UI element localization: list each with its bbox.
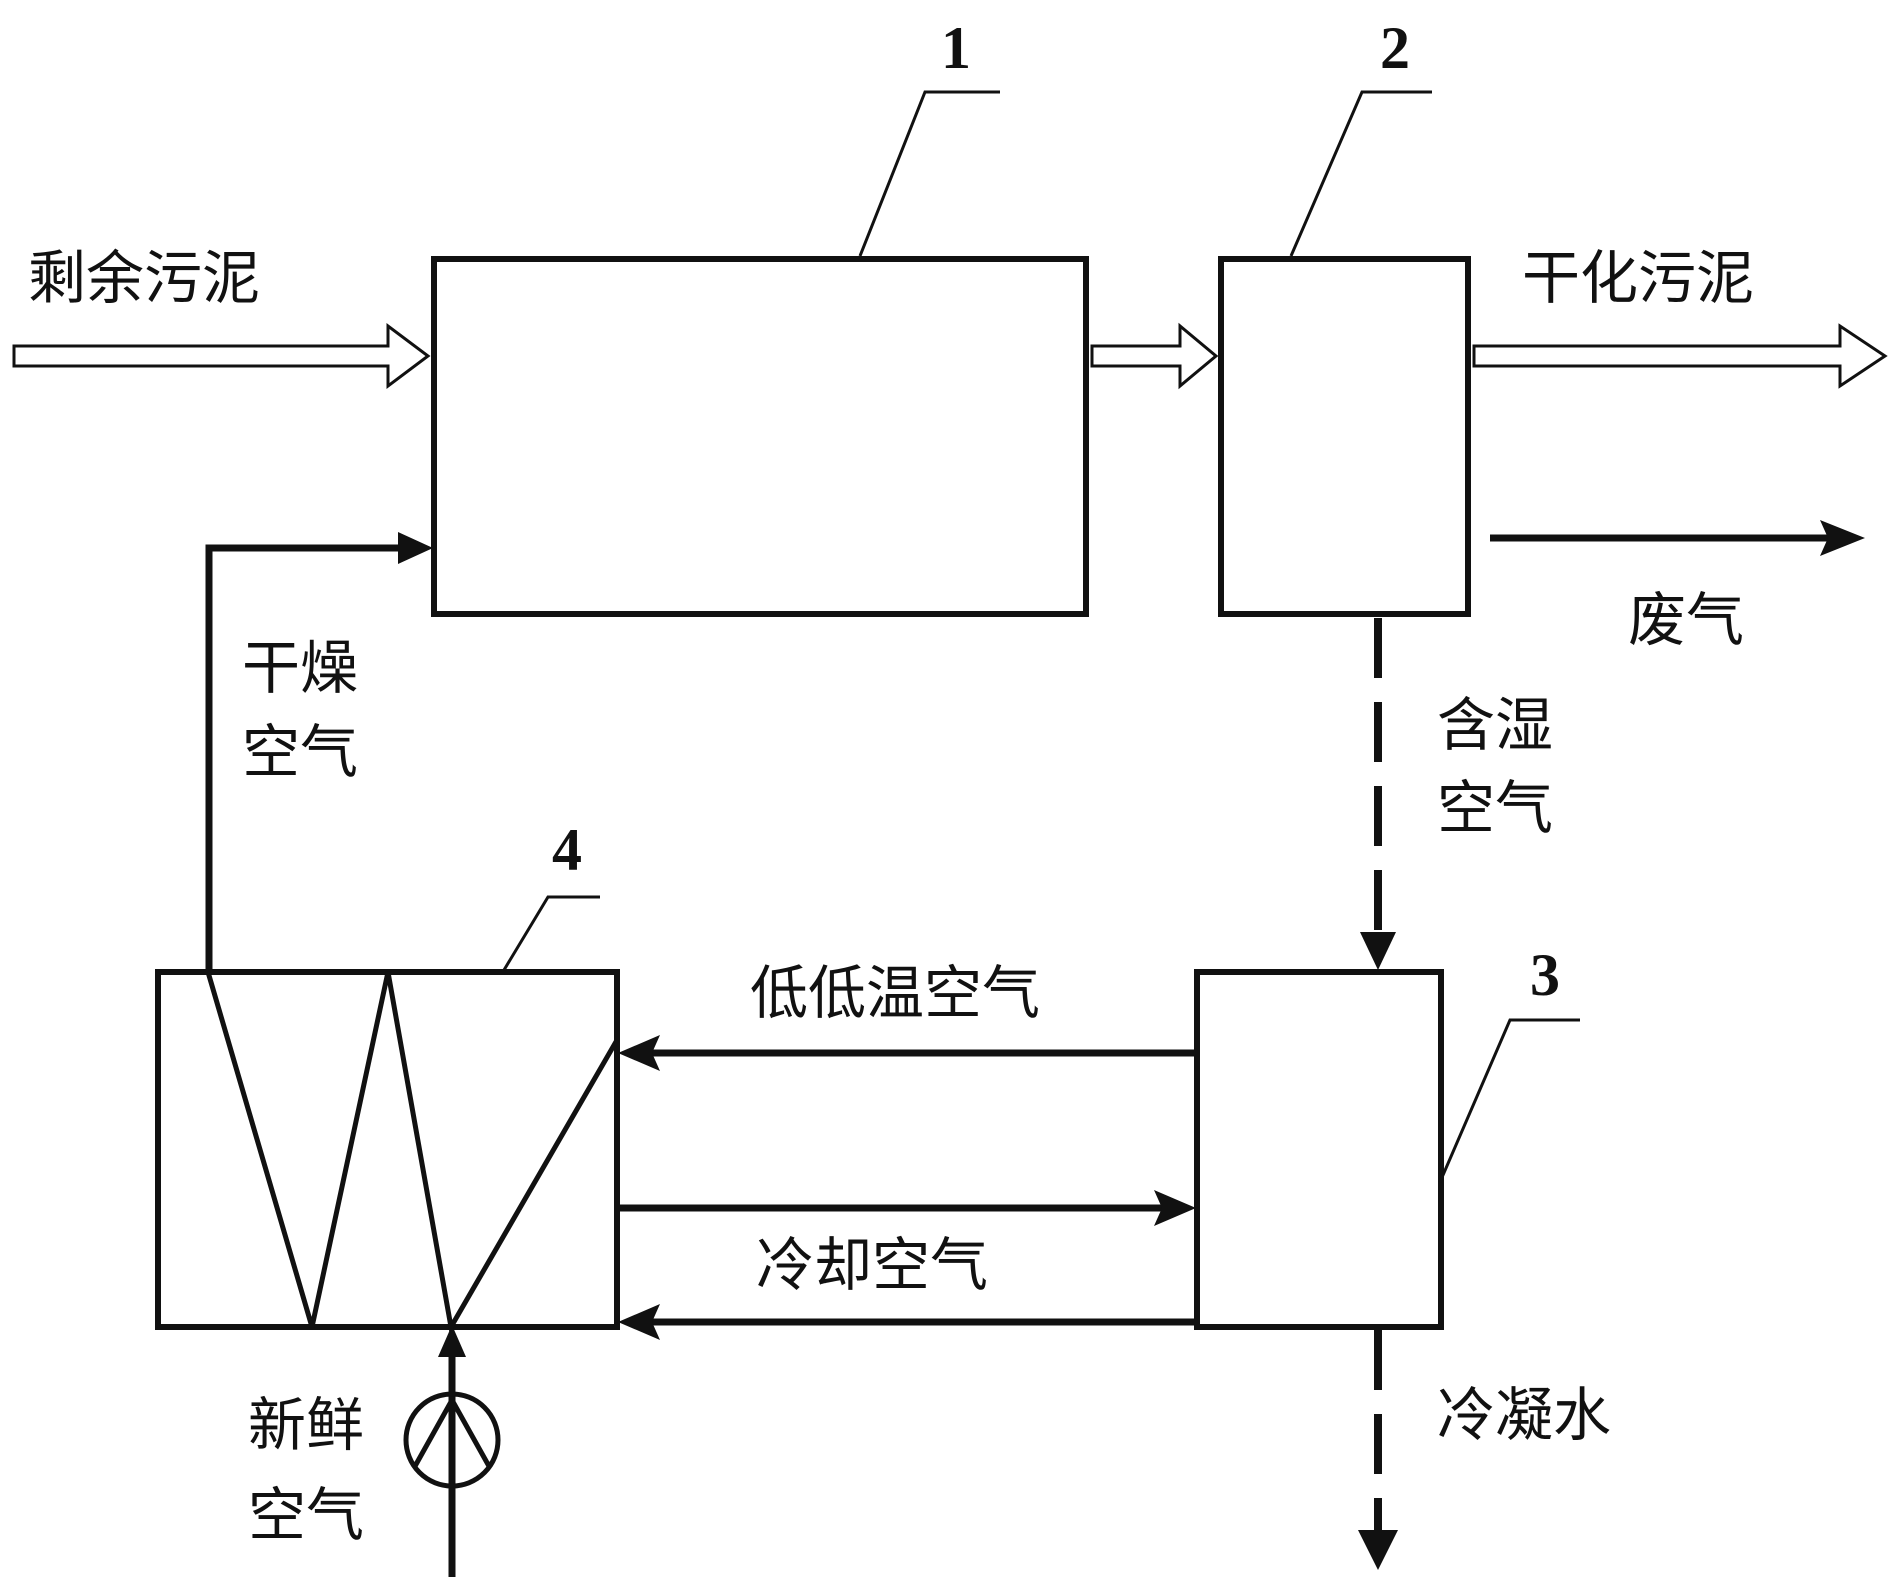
exhaust-label: 废气 (1628, 586, 1744, 654)
dry-air-label-line1: 干燥 (242, 634, 358, 702)
low-temp-air-arrowhead (618, 1035, 660, 1071)
condenser-leader-line (1438, 1018, 1580, 1183)
separator-number: 2 (1380, 15, 1410, 81)
low-temp-air-label: 低低温空气 (750, 959, 1040, 1027)
heat-exchanger-box (155, 969, 620, 1330)
dryer-box (431, 256, 1089, 617)
sludge-out-arrow (1472, 323, 1888, 389)
dry-air-label-line2: 空气 (242, 718, 358, 786)
cooling-air-label: 冷却空气 (756, 1231, 988, 1299)
sludge-in-arrow (12, 323, 431, 389)
fresh-air-label-line2: 空气 (248, 1481, 364, 1549)
heat-exchanger-coil (205, 971, 620, 1335)
cooling-air-arrowhead (1154, 1190, 1196, 1226)
sludge-in-label: 剩余污泥 (28, 244, 260, 312)
dryer-leader-line (858, 90, 1000, 257)
sludge-out-label: 干化污泥 (1522, 244, 1754, 312)
fresh-air-label-line1: 新鲜 (248, 1391, 364, 1459)
separator-leader-line (1289, 90, 1432, 257)
cooling-return-arrowhead (618, 1304, 660, 1340)
separator-box (1218, 256, 1471, 617)
humid-air-arrowhead (1360, 932, 1396, 970)
fan-icon (403, 1391, 501, 1489)
fresh-air-arrowhead (438, 1325, 466, 1357)
exhaust-arrowhead (1820, 520, 1865, 556)
humid-air-label-line2: 空气 (1437, 774, 1553, 842)
heat-exchanger-number: 4 (552, 817, 582, 883)
condenser-box (1194, 969, 1444, 1330)
heat-exchanger-leader-line (502, 895, 600, 971)
dry-air-line (205, 544, 404, 972)
transfer-arrow (1090, 322, 1219, 390)
humid-air-label-line1: 含湿 (1437, 691, 1553, 759)
dry-air-arrowhead (398, 532, 433, 564)
condenser-number: 3 (1530, 942, 1560, 1008)
condensate-label: 冷凝水 (1437, 1381, 1611, 1449)
condensate-arrowhead (1358, 1530, 1398, 1570)
dryer-number: 1 (941, 15, 971, 81)
